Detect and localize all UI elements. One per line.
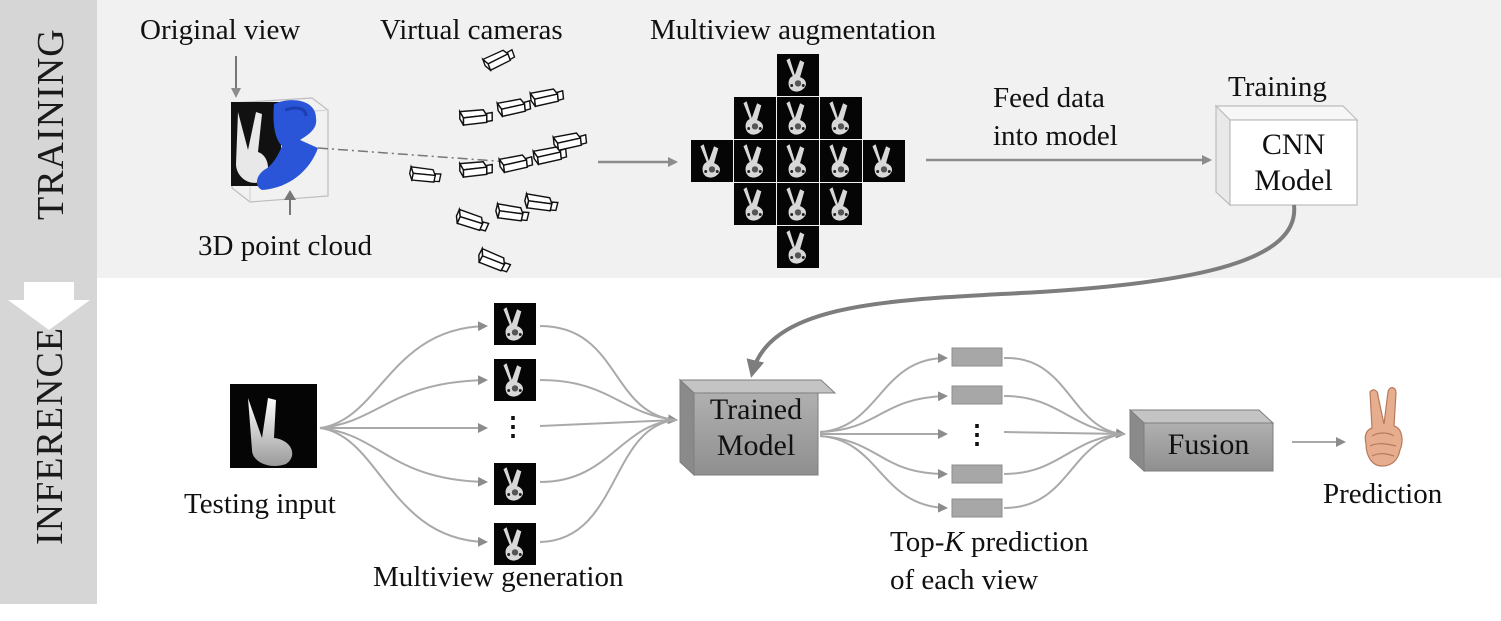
multiview-fanout-arrows: [319, 321, 488, 547]
views-to-model-arrows: [539, 325, 678, 543]
cnn-model-label: Model: [1254, 164, 1333, 197]
topk-suffix: prediction: [963, 526, 1089, 558]
multiview-augmentation-grid: [691, 54, 905, 268]
flow-down-arrow-icon: [8, 282, 90, 330]
training-side-panel: [0, 0, 97, 278]
prediction-label: Prediction: [1323, 478, 1443, 510]
multiview-generation-label: Multiview generation: [373, 561, 624, 593]
topk-prediction-bars: [951, 347, 1003, 518]
fusion-label: Fusion: [1167, 428, 1250, 461]
cnn-label: CNN: [1261, 128, 1326, 161]
trained-model-box: [678, 378, 837, 477]
predictions-to-fusion-arrows: [1003, 356, 1126, 509]
model-to-predictions-arrows: [819, 353, 948, 513]
multiview-augmentation-label: Multiview augmentation: [650, 14, 936, 46]
topk-ellipsis: ⋮: [964, 420, 990, 449]
cnn-model-text: CNN Model: [1230, 127, 1357, 199]
testing-input-image: [230, 384, 317, 468]
testing-input-label: Testing input: [184, 488, 336, 520]
topk-label-line2: of each view: [890, 564, 1039, 596]
cnn-model-box: [1214, 104, 1359, 207]
point-cloud-label: 3D point cloud: [198, 230, 372, 262]
multiview-ellipsis: ⋮: [500, 412, 526, 441]
original-view-label: Original view: [140, 14, 301, 46]
inference-side-panel: [0, 278, 97, 604]
training-label: Training: [1228, 71, 1327, 103]
victory-hand-icon: [1364, 387, 1403, 467]
trained-label: Trained: [709, 393, 803, 426]
point-cloud-image: [231, 97, 329, 203]
topk-prefix: Top-: [890, 526, 945, 558]
topk-k: K: [944, 526, 964, 558]
virtual-cameras-label: Virtual cameras: [380, 14, 563, 46]
trained-model-label: Model: [716, 429, 796, 462]
feed-data-label-line1: Feed data: [993, 82, 1105, 114]
fusion-box: [1128, 408, 1275, 473]
view-projection-line: [317, 147, 511, 163]
training-to-inference-arrow: [746, 204, 1297, 378]
topk-label-line1: Top-K prediction: [890, 526, 1089, 559]
feed-data-label-line2: into model: [993, 120, 1118, 152]
trained-model-text: Trained Model: [694, 392, 818, 464]
